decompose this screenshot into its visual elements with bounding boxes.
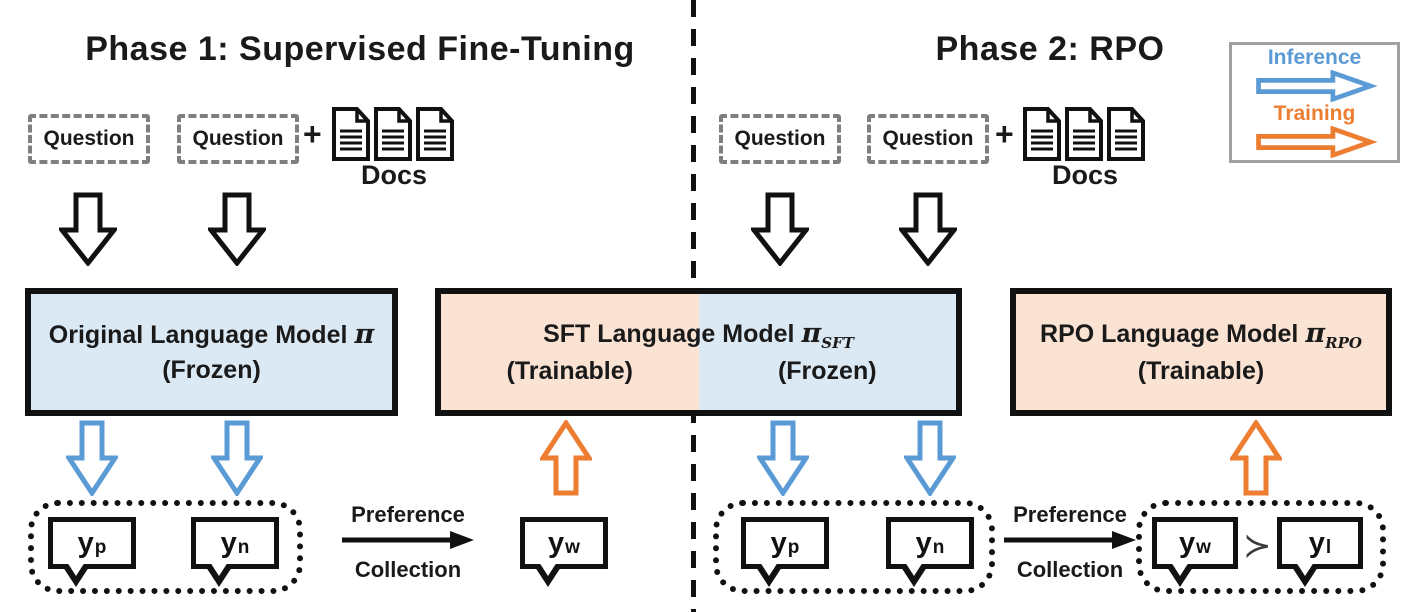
preference-label: Preference: [351, 502, 465, 527]
collection-label: Collection: [354, 557, 462, 583]
down-arrow-icon: [205, 192, 269, 271]
pi-symbol: π: [354, 318, 375, 350]
preference-label: Preference: [1013, 502, 1127, 527]
phase1-output-pair-container: [28, 500, 303, 594]
sft-trainable-half: [441, 294, 699, 410]
training-up-arrow-icon: [1228, 418, 1284, 501]
sft-state-trainable: (Trainable): [506, 357, 633, 385]
preference-succ-symbol: ≻: [1243, 526, 1272, 566]
document-icon: [332, 107, 370, 161]
pi-symbol: π: [1305, 318, 1326, 349]
right-arrow-icon: [1002, 529, 1138, 556]
phase1-question-box-2: Question: [177, 114, 299, 164]
question-label: Question: [192, 127, 284, 150]
document-icon: [1023, 107, 1061, 161]
training-up-arrow-icon: [538, 418, 594, 501]
phase2-docs-label: Docs: [1051, 160, 1119, 190]
collection-label: Collection: [1016, 557, 1124, 583]
down-arrow-icon: [748, 192, 812, 271]
document-icon: [1107, 107, 1145, 161]
legend-box: Inference Training: [1229, 42, 1400, 163]
sft-frozen-half: [698, 294, 956, 410]
legend-inference-label: Inference: [1267, 45, 1362, 69]
phase2-title: Phase 2: RPO: [935, 30, 1165, 68]
phase2-question-box-2: Question: [867, 114, 989, 164]
phase2-plus-sign: +: [995, 116, 1014, 152]
inference-down-arrow-icon: [64, 420, 120, 501]
phase1-docs-label: Docs: [360, 160, 428, 190]
inference-down-arrow-icon: [902, 420, 958, 501]
phase1-plus-sign: +: [303, 116, 322, 152]
phase2-docs-icons: [1022, 106, 1146, 162]
pi-subscript: SFT: [821, 334, 854, 352]
sft-state-frozen: (Frozen): [777, 357, 877, 385]
question-label: Question: [882, 127, 974, 150]
inference-down-arrow-icon: [209, 420, 265, 501]
phase2-question-box-1: Question: [719, 114, 841, 164]
phase2-preference-collection: Preference Collection: [1002, 502, 1138, 583]
phase1-docs-icons: [331, 106, 455, 162]
document-icon: [374, 107, 412, 161]
inference-down-arrow-icon: [755, 420, 811, 501]
down-arrow-icon: [56, 192, 120, 271]
phase2-preference-pair-container: [1136, 500, 1386, 594]
question-label: Question: [43, 127, 135, 150]
down-arrow-icon: [896, 192, 960, 271]
right-arrow-icon: [340, 529, 476, 556]
phase1-question-box-1: Question: [28, 114, 150, 164]
legend-training-label: Training: [1273, 102, 1356, 125]
original-model-state: (Frozen): [162, 356, 261, 385]
rpo-model-state: (Trainable): [1137, 357, 1265, 385]
document-icon: [416, 107, 454, 161]
document-icon: [1065, 107, 1103, 161]
inference-arrow-icon: [1252, 70, 1378, 102]
training-arrow-icon: [1252, 126, 1378, 159]
pi-symbol: π: [801, 318, 822, 349]
pi-subscript: RPO: [1325, 334, 1362, 352]
phase1-preference-collection: Preference Collection: [340, 502, 476, 583]
phase2-output-pair-container: [713, 500, 995, 594]
question-label: Question: [734, 127, 826, 150]
phase1-title: Phase 1: Supervised Fine-Tuning: [85, 30, 635, 68]
